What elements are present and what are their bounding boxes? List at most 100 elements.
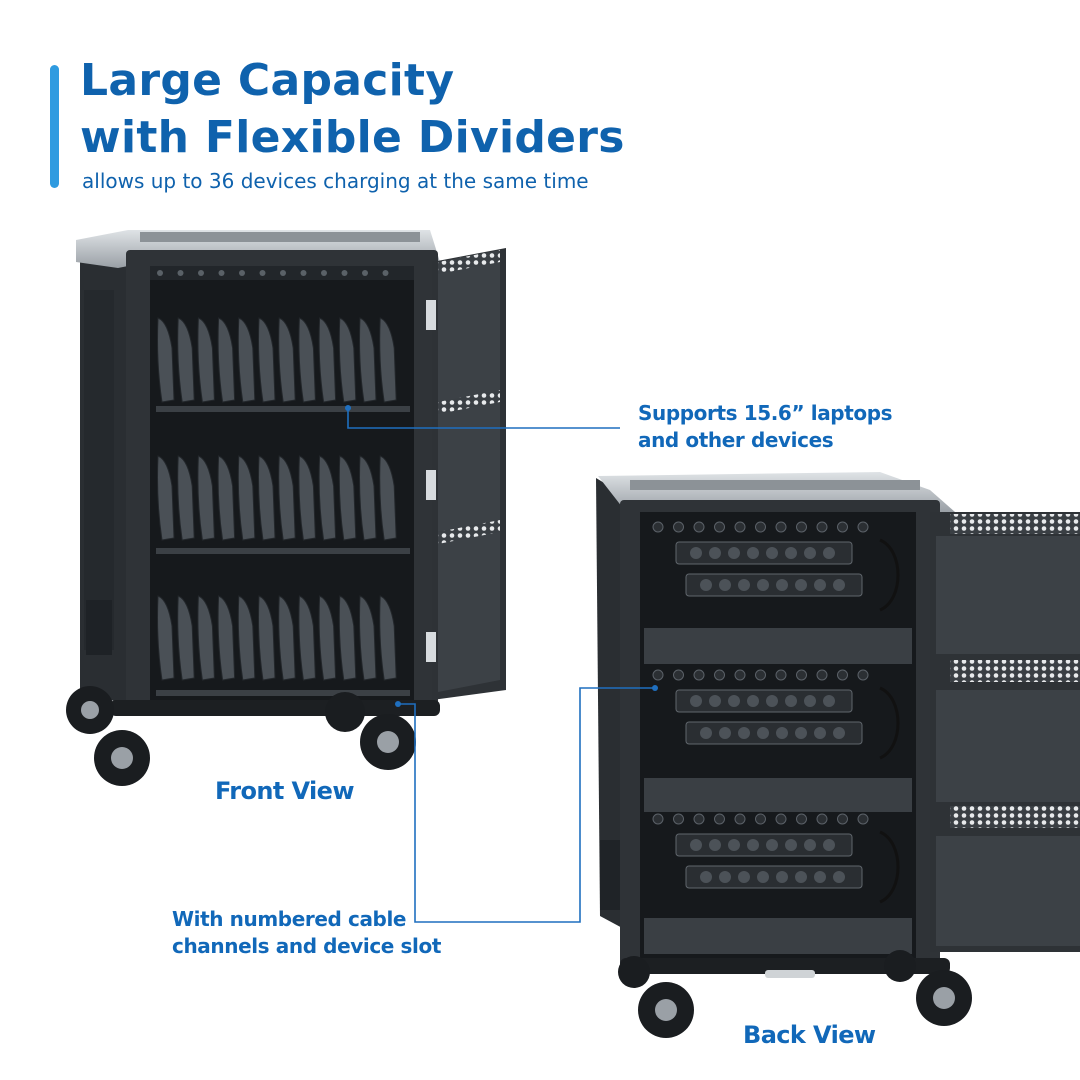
cable-channel-port [857,669,869,681]
power-outlet [757,579,769,591]
cable-channel-port [673,813,684,825]
callout-laptop-line-2: and other devices [638,428,834,452]
power-outlet [804,547,816,559]
cable-channel-port [837,521,848,533]
cart-back-illustration [596,472,1080,1038]
cable-channel-port [673,669,684,681]
power-outlet [738,727,750,739]
device-slot-divider [298,317,316,403]
callout-channels-line-1: With numbered cable [172,907,407,931]
cable-channel-port [755,669,766,681]
power-outlet [814,579,826,591]
cable-channel-port [755,521,766,533]
leader-dot-channels-back [652,685,658,691]
vent-dot [280,270,286,276]
vent-dot [382,270,389,276]
device-slot-divider [237,595,256,681]
power-outlet [766,547,778,559]
device-slot-divider [318,317,337,403]
power-outlet [814,871,826,883]
device-slot-divider [258,595,276,681]
device-slot-divider [359,455,377,541]
device-slot-divider [217,595,236,681]
front-device-slots [157,317,397,681]
power-outlet [757,727,769,739]
power-outlet [700,727,712,739]
power-outlet [747,839,759,851]
device-slot-divider [359,595,377,681]
cable-channel-port [816,669,828,681]
power-cord [879,686,900,760]
power-outlet [700,579,712,591]
power-outlet [690,839,702,851]
power-outlet [719,579,731,591]
vent-dot [321,270,327,276]
power-outlet [738,579,750,591]
device-slot-divider [298,455,316,541]
device-slot-divider [359,317,377,403]
title-line-1: Large Capacity [80,55,455,106]
device-slot-divider [379,455,397,541]
cable-channel-port [837,669,848,681]
power-outlet [709,547,721,559]
power-outlet [776,579,788,591]
cart-front-illustration [66,230,506,786]
back-power-strips [652,521,900,904]
power-outlet [785,547,797,559]
back-view-label: Back View [743,1021,876,1049]
cable-channel-port [673,521,684,533]
callout-laptop-support: Supports 15.6” laptops and other devices [638,400,893,454]
callout-channels-line-2: channels and device slot [172,934,441,958]
device-slot-divider [177,455,195,541]
power-outlet [728,839,740,851]
cable-channel-port [652,521,664,533]
device-slot-divider [318,595,337,681]
power-outlet [709,839,721,851]
power-outlet [700,871,712,883]
title-line-2: with Flexible Dividers [80,112,625,163]
power-outlet [719,727,731,739]
device-slot-divider [278,455,296,541]
vent-dot [157,270,163,276]
cable-channel-port [693,813,705,825]
power-outlet [785,839,797,851]
device-slot-divider [157,455,175,541]
cable-channel-port [693,669,705,681]
power-outlet [728,547,740,559]
device-slot-divider [338,455,357,541]
device-slot-divider [278,317,296,403]
power-outlet [833,871,845,883]
cable-channel-port [734,521,746,533]
vent-dot [341,270,348,276]
device-slot-divider [237,455,256,541]
front-view-label: Front View [215,777,355,805]
device-slot-divider [157,317,175,403]
vent-dot [239,270,245,276]
cable-channel-port [796,669,807,681]
vent-dot [177,270,184,276]
device-slot-divider [197,317,215,403]
cable-channel-port [734,669,746,681]
power-outlet [766,695,778,707]
device-slot-divider [298,595,316,681]
cable-channel-port [837,813,848,825]
cable-channel-port [734,813,746,825]
device-slot-divider [338,595,357,681]
cable-channel-port [857,813,869,825]
device-slot-divider [197,455,215,541]
callout-laptop-line-1: Supports 15.6” laptops [638,401,893,425]
power-outlet [738,871,750,883]
cable-channel-port [714,669,725,681]
power-outlet [690,695,702,707]
power-outlet [804,695,816,707]
device-slot-divider [379,595,397,681]
leader-dot-channels-front [395,701,401,707]
cable-channel-port [816,521,828,533]
accent-bar [50,65,59,188]
callout-cable-channels: With numbered cable channels and device … [172,906,441,960]
leader-dot-laptops [345,405,351,411]
device-slot-divider [258,455,276,541]
vent-dot [218,270,225,276]
vent-dot [362,270,368,276]
cable-channel-port [693,521,705,533]
